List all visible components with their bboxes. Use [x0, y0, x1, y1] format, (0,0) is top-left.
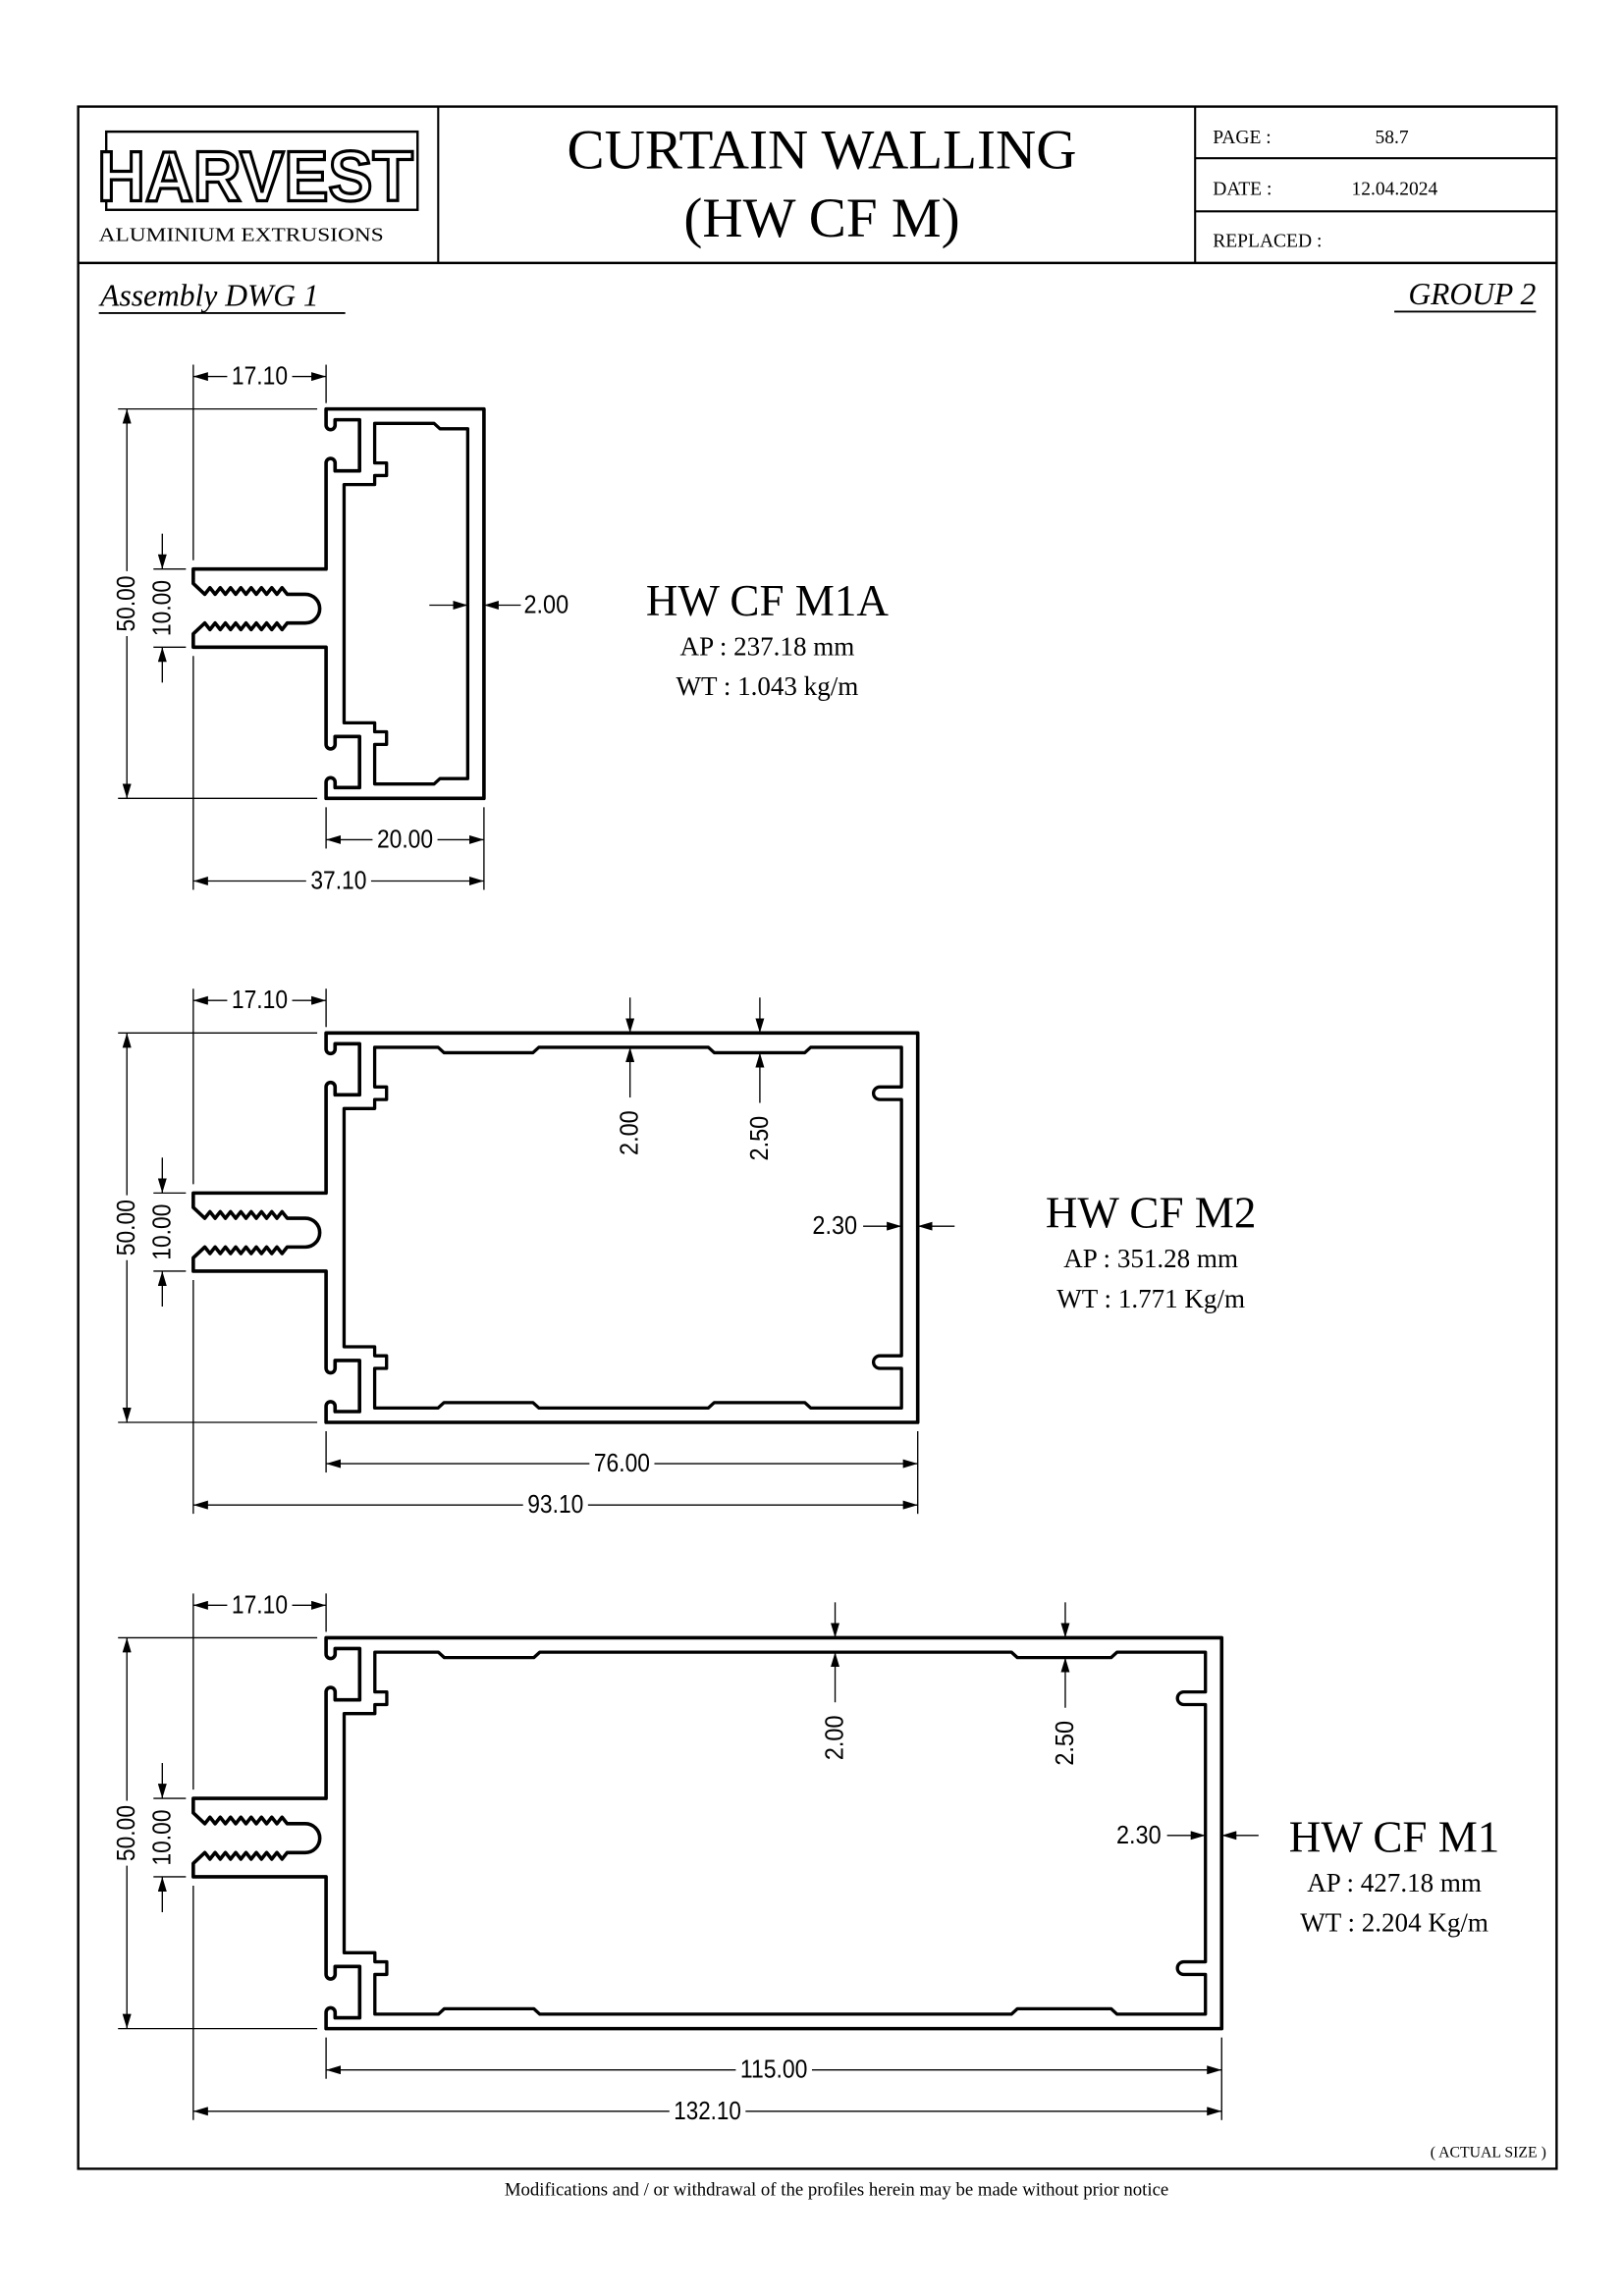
profile-weight: WT : 1.771 Kg/m [1056, 1284, 1245, 1313]
title-line-1: CURTAIN WALLING [568, 120, 1077, 182]
profile-weight: WT : 2.204 Kg/m [1300, 1907, 1488, 1937]
replaced-label: REPLACED : [1213, 231, 1322, 251]
dimension-text: 50.00 [113, 1805, 140, 1861]
logo-subtitle: ALUMINIUM EXTRUSIONS [99, 224, 384, 245]
group-label: GROUP 2 [1408, 277, 1536, 311]
profile-area: AP : 427.18 mm [1307, 1868, 1482, 1897]
profile-inner-cavity [342, 421, 470, 786]
dimension-text: 50.00 [113, 575, 140, 631]
dimension-text: 76.00 [594, 1450, 650, 1477]
sheet-border [77, 105, 1558, 2170]
profile-2: 17.10 50.00 10.00 76.00 93.10 2.30 2.00 2.50 HW … [113, 987, 1256, 1519]
page-label: PAGE : [1213, 128, 1271, 148]
profile-inner-cavity [342, 1650, 1208, 2016]
harvest-logo: HARVEST ALUMINIUM EXTRUSIONS [96, 130, 419, 245]
assembly-drawing-label: Assembly DWG 1 [98, 278, 319, 312]
profile-outer-outline [191, 1635, 1224, 2031]
dimension-text: 10.00 [148, 1204, 176, 1260]
logo-box [104, 130, 419, 211]
dimension-text: 37.10 [310, 868, 366, 895]
dimension-text: 93.10 [527, 1491, 583, 1519]
profile-1: 17.10 50.00 10.00 20.00 37.10 2.00 HW CF M1A AP… [113, 363, 889, 895]
dimension-text: 2.50 [746, 1116, 774, 1161]
page-value: 58.7 [1376, 128, 1409, 148]
dimension-text: 2.30 [812, 1212, 857, 1240]
footer-disclaimer: Modifications and / or withdrawal of the… [505, 2179, 1168, 2200]
dimension-text: 2.00 [822, 1715, 849, 1760]
dimension-text: 17.10 [232, 363, 288, 391]
profile-inner-cavity [342, 1045, 903, 1410]
logo-wordmark: HARVEST [97, 138, 413, 217]
dimension-text: 50.00 [113, 1200, 140, 1255]
title-line-2: (HW CF M) [683, 187, 959, 249]
profile-name: HW CF M1 [1289, 1812, 1500, 1861]
profiles-layer: 17.10 50.00 10.00 20.00 37.10 2.00 HW CF M1A AP… [113, 363, 1499, 2125]
profile-3: 17.10 50.00 10.00 115.00 132.10 2.30 2.00 2.50H… [113, 1591, 1499, 2124]
dimension-text: 10.00 [148, 1809, 176, 1865]
dimension-text: 17.10 [232, 987, 288, 1014]
date-value: 12.04.2024 [1351, 180, 1437, 200]
dimension-text: 2.00 [523, 591, 568, 618]
profile-area: AP : 237.18 mm [680, 632, 855, 662]
date-label: DATE : [1213, 180, 1271, 200]
profile-area: AP : 351.28 mm [1063, 1244, 1238, 1273]
dimension-text: 2.30 [1116, 1822, 1162, 1849]
profile-name: HW CF M2 [1046, 1189, 1257, 1238]
dimension-text: 20.00 [377, 826, 433, 853]
dimension-text: 115.00 [740, 2056, 808, 2084]
dimension-text: 17.10 [232, 1591, 288, 1619]
profile-weight: WT : 1.043 kg/m [676, 671, 859, 701]
dimension-text: 132.10 [674, 2098, 741, 2125]
dimension-text: 10.00 [148, 580, 176, 636]
profile-name: HW CF M1A [646, 576, 890, 625]
dimension-text: 2.00 [617, 1110, 644, 1155]
profile-outer-outline [191, 1031, 920, 1424]
dimension-text: 2.50 [1052, 1721, 1079, 1766]
profile-outer-outline [191, 406, 486, 801]
scale-note: ( ACTUAL SIZE ) [1431, 2144, 1546, 2161]
